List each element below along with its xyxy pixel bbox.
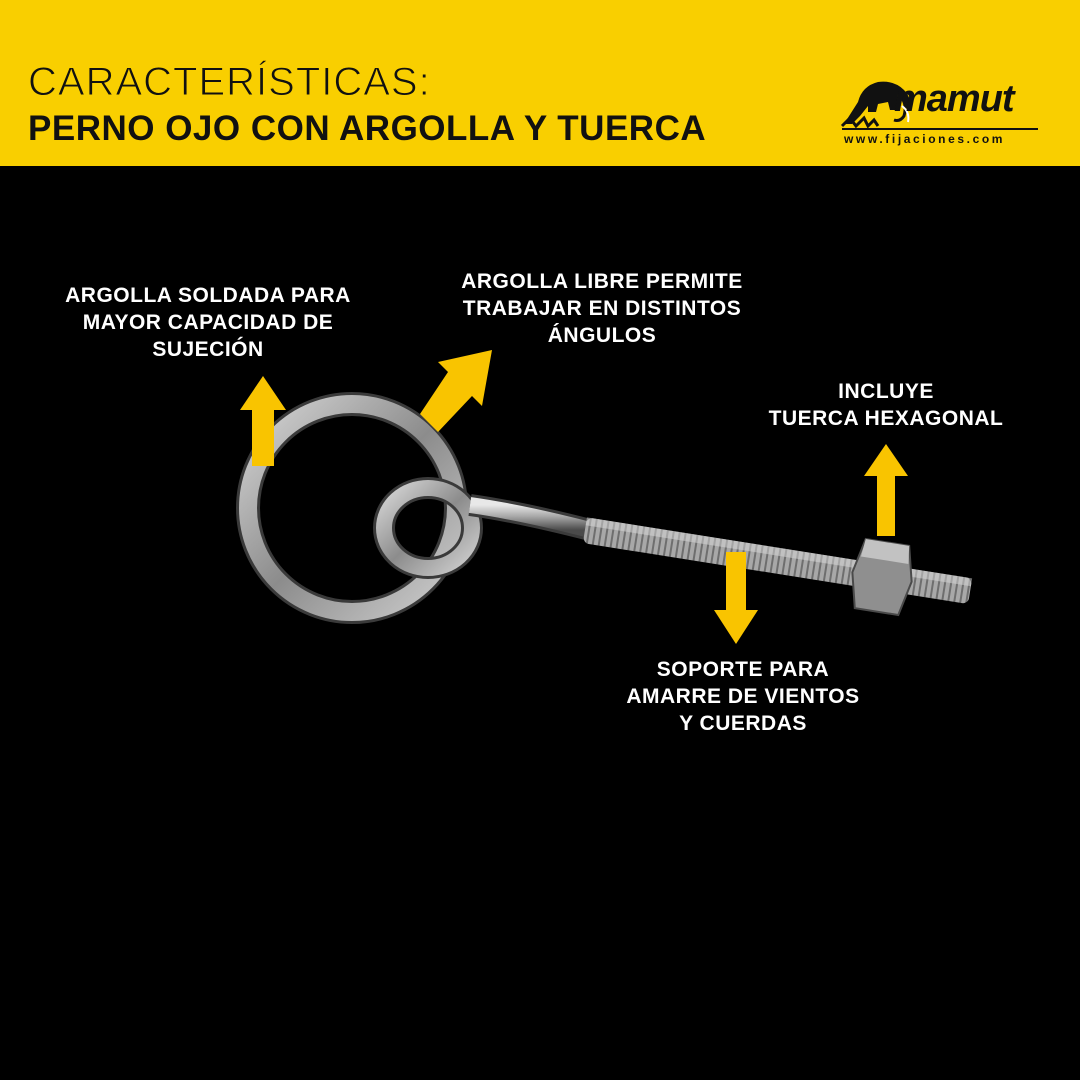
brand-name: mamut (894, 78, 1015, 120)
welded-ring (236, 392, 468, 624)
callout-support: SOPORTE PARA AMARRE DE VIENTOS Y CUERDAS (626, 658, 860, 735)
product-illustration (236, 350, 973, 644)
hex-nut (851, 537, 913, 617)
product-name: PERNO OJO CON ARGOLLA Y TUERCA (28, 109, 707, 148)
callout-hex-nut: INCLUYE TUERCA HEXAGONAL (768, 380, 1004, 430)
arrow-up-welded (240, 376, 286, 466)
brand-url: www.fijaciones.com (844, 132, 1006, 146)
logo-underline (842, 128, 1038, 130)
mammoth-icon (840, 81, 911, 129)
header-banner: CARACTERÍSTICAS: PERNO OJO CON ARGOLLA Y… (0, 0, 1080, 166)
brand-logo: mamut www.fijaciones.com (838, 72, 1042, 152)
callout-free-ring: ARGOLLA LIBRE PERMITE TRABAJAR EN DISTIN… (461, 270, 743, 347)
arrow-diagonal-free (420, 350, 492, 432)
threaded-shank (583, 517, 973, 604)
arrow-down-support (714, 552, 758, 644)
bolt-eye (373, 477, 593, 579)
arrow-up-nut (864, 444, 908, 536)
page-title: CARACTERÍSTICAS: (28, 60, 431, 104)
callout-welded-ring: ARGOLLA SOLDADA PARA MAYOR CAPACIDAD DE … (65, 284, 351, 361)
